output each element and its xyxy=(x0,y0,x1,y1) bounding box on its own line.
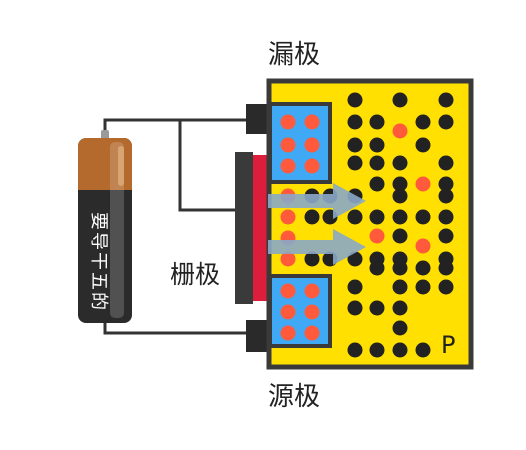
drain-label: 漏极 xyxy=(268,40,321,70)
electron xyxy=(415,176,431,192)
hole xyxy=(347,114,363,130)
battery-label: 要导干五的 xyxy=(88,212,109,312)
source-label: 源极 xyxy=(268,382,321,412)
source-terminal xyxy=(246,320,270,352)
hole xyxy=(415,342,431,358)
wire-gate xyxy=(178,120,255,212)
drain-n-region xyxy=(268,102,332,184)
battery xyxy=(78,130,132,323)
electron xyxy=(280,304,296,320)
hole xyxy=(438,228,454,244)
hole xyxy=(392,320,408,336)
electron xyxy=(304,304,320,320)
hole xyxy=(347,279,363,295)
battery-terminal xyxy=(101,130,109,140)
arrow-lower xyxy=(268,229,366,265)
hole xyxy=(369,260,385,276)
arrow-upper xyxy=(268,183,366,219)
battery-highlight xyxy=(110,142,124,318)
hole xyxy=(392,228,408,244)
hole xyxy=(369,137,385,153)
battery-cap xyxy=(78,138,132,190)
hole xyxy=(347,155,363,171)
hole xyxy=(438,114,454,130)
hole xyxy=(392,300,408,316)
drain-terminal xyxy=(246,104,270,134)
electron xyxy=(280,209,296,225)
electron xyxy=(280,251,296,267)
electron xyxy=(304,114,320,130)
hole xyxy=(304,209,320,225)
electron xyxy=(280,114,296,130)
electron xyxy=(280,137,296,153)
hole xyxy=(392,209,408,225)
electron xyxy=(280,158,296,174)
hole xyxy=(438,188,454,204)
hole xyxy=(369,342,385,358)
gate-label: 栅极 xyxy=(170,260,221,289)
hole xyxy=(347,251,363,267)
hole xyxy=(347,209,363,225)
hole xyxy=(438,155,454,171)
battery-cap-band xyxy=(78,178,132,190)
electron xyxy=(304,283,320,299)
hole xyxy=(438,92,454,108)
hole xyxy=(392,92,408,108)
hole xyxy=(392,176,408,192)
electron xyxy=(369,228,385,244)
hole xyxy=(438,260,454,276)
substrate-type-label: P xyxy=(441,331,456,359)
hole xyxy=(369,155,385,171)
electron xyxy=(304,325,320,341)
hole xyxy=(369,114,385,130)
gate-electrode xyxy=(235,152,253,304)
hole xyxy=(347,92,363,108)
hole xyxy=(415,279,431,295)
electron xyxy=(280,325,296,341)
hole xyxy=(438,176,454,192)
electron xyxy=(415,238,431,254)
hole xyxy=(347,137,363,153)
hole xyxy=(415,137,431,153)
hole xyxy=(304,251,320,267)
hole xyxy=(392,188,408,204)
electron xyxy=(304,158,320,174)
hole xyxy=(438,279,454,295)
hole xyxy=(369,209,385,225)
hole xyxy=(415,209,431,225)
electron xyxy=(280,283,296,299)
wire-top xyxy=(103,118,250,137)
hole xyxy=(369,176,385,192)
hole xyxy=(415,260,431,276)
gate-insulator xyxy=(253,155,267,301)
hole xyxy=(392,279,408,295)
hole xyxy=(392,155,408,171)
hole xyxy=(347,300,363,316)
current-arrows xyxy=(268,183,366,265)
battery-cap-highlight xyxy=(118,146,124,186)
hole xyxy=(369,300,385,316)
electron xyxy=(392,123,408,139)
electron xyxy=(304,137,320,153)
source-n-region xyxy=(268,274,332,348)
hole xyxy=(392,260,408,276)
hole xyxy=(392,342,408,358)
hole xyxy=(438,209,454,225)
hole xyxy=(347,342,363,358)
hole xyxy=(415,114,431,130)
